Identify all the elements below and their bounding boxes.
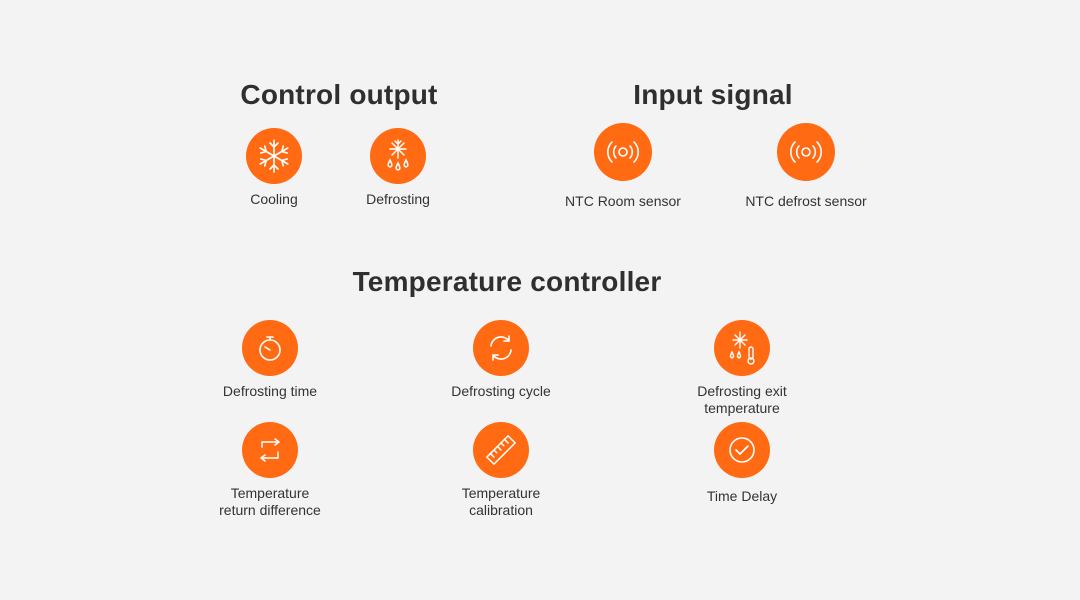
temperature-return-difference-label: Temperature return difference	[219, 485, 321, 518]
cooling-label: Cooling	[250, 191, 298, 207]
temperature-calibration-item: Temperature calibration	[416, 422, 586, 519]
cycle-arrows-icon	[473, 320, 529, 376]
temperature-calibration-label: Temperature calibration	[461, 485, 541, 518]
snowflake-icon	[246, 128, 302, 184]
ntc-defrost-sensor-item: NTC defrost sensor	[721, 123, 891, 210]
temperature-controller-heading: Temperature controller	[352, 266, 662, 297]
cooling-item: Cooling	[189, 128, 359, 208]
defrost-thermometer-icon	[714, 320, 770, 376]
input-signal-heading: Input signal	[633, 79, 793, 110]
defrosting-time-item: Defrosting time	[185, 320, 355, 400]
stopwatch-icon	[242, 320, 298, 376]
signal-sensor-icon	[777, 123, 835, 181]
return-arrows-icon	[242, 422, 298, 478]
control-output-heading: Control output	[240, 79, 438, 110]
defrosting-item: Defrosting	[313, 128, 483, 208]
defrosting-cycle-item: Defrosting cycle	[416, 320, 586, 400]
ntc-room-sensor-item: NTC Room sensor	[538, 123, 708, 210]
defrosting-exit-temperature-label: Defrosting exit temperature	[697, 383, 787, 416]
defrosting-exit-temperature-item: Defrosting exit temperature	[657, 320, 827, 417]
defrosting-cycle-label: Defrosting cycle	[451, 383, 551, 399]
defrost-drops-icon	[370, 128, 426, 184]
ntc-room-sensor-label: NTC Room sensor	[565, 193, 681, 209]
signal-sensor-icon	[594, 123, 652, 181]
time-delay-item: Time Delay	[657, 422, 827, 505]
defrosting-label: Defrosting	[366, 191, 430, 207]
clock-check-icon	[714, 422, 770, 478]
time-delay-label: Time Delay	[706, 488, 778, 504]
defrosting-time-label: Defrosting time	[222, 383, 318, 399]
temperature-return-difference-item: Temperature return difference	[185, 422, 355, 519]
ntc-defrost-sensor-label: NTC defrost sensor	[745, 193, 867, 209]
ruler-icon	[473, 422, 529, 478]
